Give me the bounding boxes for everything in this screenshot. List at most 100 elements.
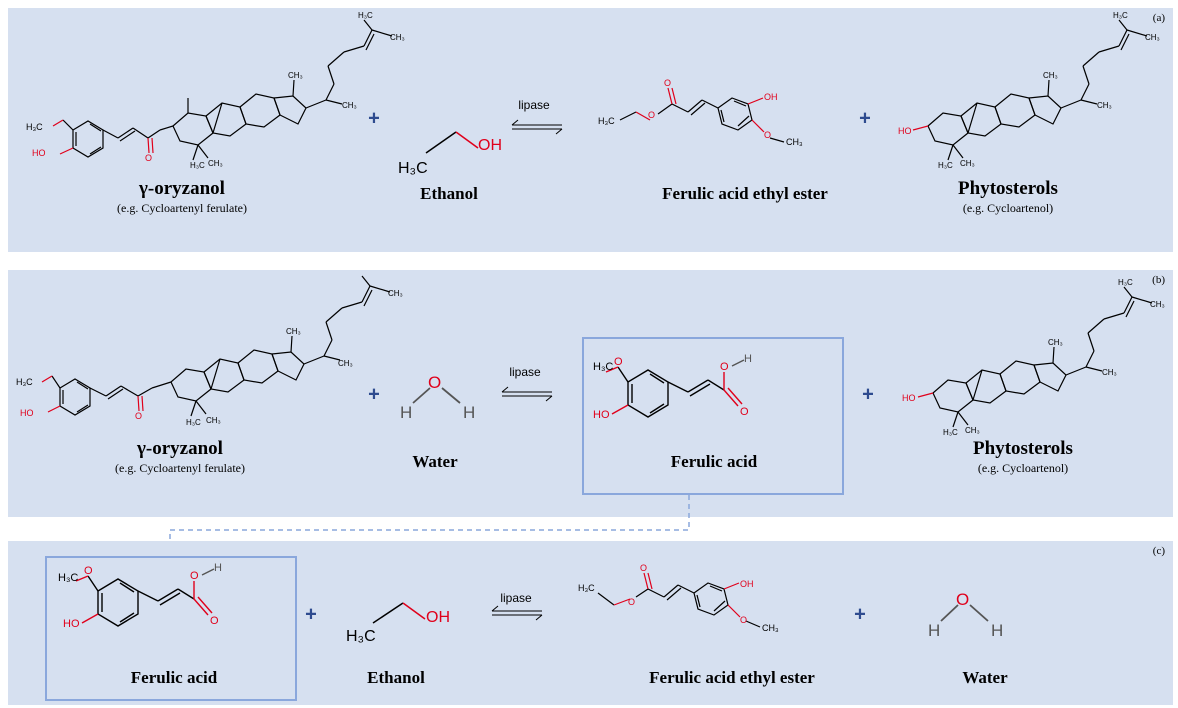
plus-sign: + <box>854 603 866 626</box>
plus-sign: + <box>862 383 874 406</box>
svg-text:HO: HO <box>898 126 912 136</box>
compound-name-ferulic-acid: Ferulic acid <box>670 452 758 471</box>
svg-text:O: O <box>210 615 219 627</box>
compound-example: (e.g. Cycloartenol) <box>962 201 1054 215</box>
svg-text:O: O <box>740 615 747 625</box>
svg-text:H₃C: H₃C <box>593 361 613 373</box>
svg-text:H₃C: H₃C <box>186 418 201 427</box>
svg-text:CH₃: CH₃ <box>1097 101 1112 110</box>
compound-example: (e.g. Cycloartenyl ferulate) <box>117 201 247 215</box>
svg-text:CH₃: CH₃ <box>208 159 223 168</box>
svg-text:O: O <box>628 597 635 607</box>
svg-text:HO: HO <box>593 409 610 421</box>
compound-name-ferulic-acid: Ferulic acid <box>130 668 218 687</box>
water-structure <box>412 387 461 404</box>
svg-text:HO: HO <box>902 393 916 403</box>
ferulic-acid-highlight-box <box>582 337 844 495</box>
svg-text:CH₃: CH₃ <box>786 137 803 147</box>
svg-text:H₃C: H₃C <box>598 116 615 126</box>
compound-name-water: Water <box>962 668 1008 687</box>
ferulic-acid-structure <box>75 568 215 627</box>
compound-name-phytosterols: Phytosterols <box>958 178 1058 199</box>
compound-example: (e.g. Cycloartenyl ferulate) <box>115 461 245 475</box>
svg-text:O: O <box>720 361 729 373</box>
panel-label: (b) <box>1152 274 1165 286</box>
svg-text:CH₃: CH₃ <box>390 33 405 42</box>
svg-text:CH₃: CH₃ <box>1102 368 1117 377</box>
svg-text:H: H <box>744 353 752 365</box>
compound-name-oryzanol: γ-oryzanol <box>137 438 223 459</box>
ethanol-structure <box>425 131 479 154</box>
svg-text:H: H <box>400 403 412 422</box>
compound-name-ester: Ferulic acid ethyl ester <box>649 668 815 687</box>
svg-text:CH₃: CH₃ <box>338 359 353 368</box>
svg-text:CH₃: CH₃ <box>286 327 301 336</box>
svg-text:O: O <box>740 406 749 418</box>
oryzanol-structure <box>41 275 391 417</box>
svg-text:HO: HO <box>63 618 80 630</box>
panel-b: (b) <box>8 270 1173 517</box>
svg-text:HO: HO <box>32 148 46 158</box>
svg-text:H₃C: H₃C <box>1118 278 1133 287</box>
svg-text:H₃C: H₃C <box>938 161 953 170</box>
equilibrium-arrow <box>501 386 553 402</box>
svg-text:O: O <box>764 130 771 140</box>
svg-text:CH₃: CH₃ <box>388 289 403 298</box>
svg-text:O: O <box>428 373 441 392</box>
svg-text:O: O <box>614 356 623 368</box>
ferulic-acid-highlight-box <box>45 556 297 701</box>
compound-name-oryzanol: γ-oryzanol <box>139 178 225 199</box>
panel-a: (a) <box>8 8 1173 252</box>
svg-text:CH₃: CH₃ <box>762 623 779 633</box>
water-structure <box>940 604 989 622</box>
ferulic-ethyl-ester-structure <box>619 87 785 143</box>
svg-text:OH: OH <box>478 137 502 154</box>
plus-sign: + <box>305 603 317 626</box>
compound-name-water: Water <box>412 452 458 471</box>
compound-name-ester: Ferulic acid ethyl ester <box>662 184 828 203</box>
svg-text:H₃C: H₃C <box>578 583 595 593</box>
svg-text:O: O <box>135 411 142 421</box>
svg-text:O: O <box>84 565 93 577</box>
oryzanol-structure <box>52 19 393 161</box>
svg-text:H₃C: H₃C <box>358 11 373 20</box>
reaction-a-structures: H₃C HO O H₃C CH₃ CH₃ H₃C CH₃ CH₃ H₃C OH <box>26 11 1160 177</box>
svg-text:O: O <box>190 570 199 582</box>
svg-text:H₃C: H₃C <box>1113 11 1128 20</box>
svg-text:OH: OH <box>740 579 754 589</box>
svg-text:H₃C: H₃C <box>190 161 205 170</box>
compound-name-ethanol: Ethanol <box>367 668 425 687</box>
svg-text:HO: HO <box>20 408 34 418</box>
svg-text:O: O <box>664 78 671 88</box>
equilibrium-arrow <box>511 119 563 135</box>
svg-text:OH: OH <box>426 609 450 626</box>
phytosterol-structure <box>912 19 1148 161</box>
svg-text:O: O <box>648 110 655 120</box>
svg-text:OH: OH <box>764 92 778 102</box>
compound-example: (e.g. Cycloartenol) <box>977 461 1069 475</box>
svg-text:H₃C: H₃C <box>346 628 376 645</box>
ferulic-acid-structure <box>605 359 745 418</box>
svg-text:H₃C: H₃C <box>943 428 958 437</box>
svg-text:H: H <box>928 621 940 640</box>
svg-text:O: O <box>956 590 969 609</box>
svg-text:H₃C: H₃C <box>16 377 33 387</box>
equilibrium-arrow <box>491 605 543 621</box>
panel-c: (c) H₃C O HO O H O <box>8 541 1173 705</box>
svg-text:H₃C: H₃C <box>26 122 43 132</box>
svg-text:H: H <box>463 403 475 422</box>
svg-text:H₃C: H₃C <box>398 160 428 177</box>
plus-sign: + <box>368 383 380 406</box>
plus-sign: + <box>859 107 871 130</box>
ethanol-structure <box>372 602 426 624</box>
enzyme-label: lipase <box>518 98 550 112</box>
svg-text:CH₃: CH₃ <box>1145 33 1160 42</box>
panel-label: (c) <box>1152 545 1165 557</box>
svg-text:O: O <box>640 563 647 573</box>
reaction-c-structures: H₃C O HO O H O H₃C OH <box>58 562 1003 645</box>
compound-name-phytosterols: Phytosterols <box>973 438 1073 459</box>
panel-label: (a) <box>1152 12 1165 24</box>
svg-text:CH₃: CH₃ <box>206 416 221 425</box>
svg-text:CH₃: CH₃ <box>288 71 303 80</box>
svg-text:O: O <box>145 153 152 163</box>
